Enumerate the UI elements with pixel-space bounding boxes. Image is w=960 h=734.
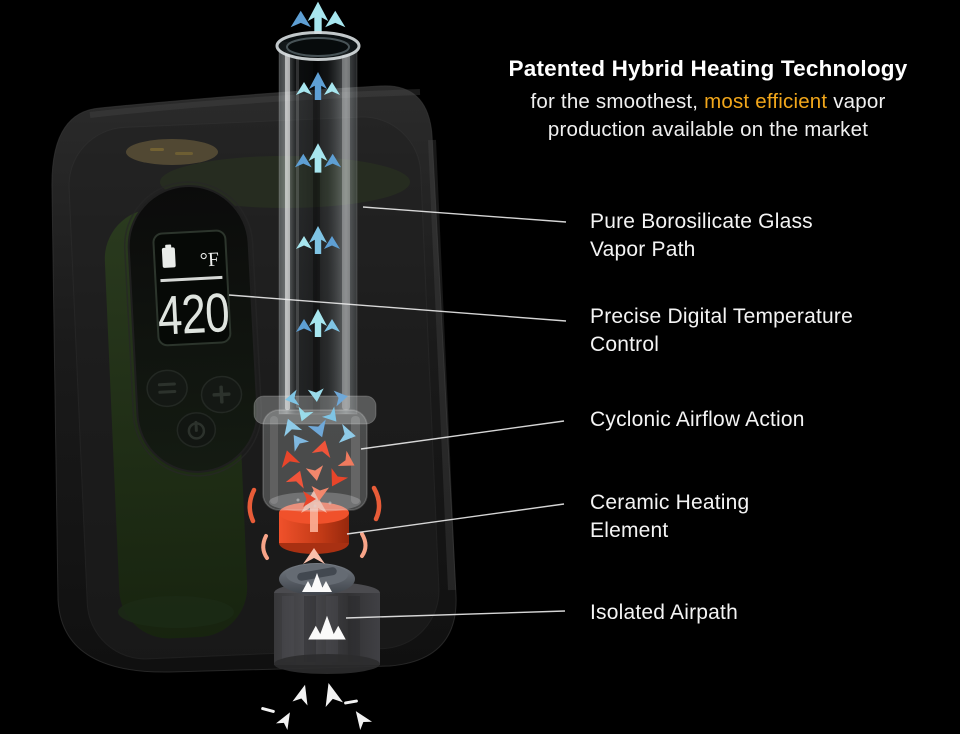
callout-text: Isolated Airpath xyxy=(590,601,738,624)
temperature-value: 420 xyxy=(156,281,230,346)
temperature-unit: °F xyxy=(199,249,219,272)
subtitle-pre: for the smoothest, xyxy=(530,90,699,113)
callout-line-vapor-path xyxy=(362,206,567,223)
callout-label-temperature-control: Precise Digital Temperature Control xyxy=(590,303,853,359)
callout-label-cyclonic-airflow: Cyclonic Airflow Action xyxy=(590,406,805,434)
callout-lines xyxy=(228,206,567,619)
intake-arrow-icon xyxy=(349,707,373,731)
display-divider xyxy=(160,275,223,283)
callout-text: Precise Digital Temperature xyxy=(590,305,853,328)
herb-bowl-top xyxy=(126,139,218,165)
callout-text: Control xyxy=(590,333,660,356)
isolated-airpath-cylinder xyxy=(274,582,380,674)
headline-subtitle: for the smoothest, most efficient vapor … xyxy=(480,88,936,144)
headline: Patented Hybrid Heating Technology for t… xyxy=(480,54,936,144)
callout-line-cyclonic-airflow xyxy=(360,420,565,450)
callout-text: Vapor Path xyxy=(590,238,696,261)
ceramic-heating-element xyxy=(279,490,349,564)
callout-text: Pure Borosilicate Glass xyxy=(590,210,813,233)
cyclone-chamber xyxy=(253,395,377,512)
callout-label-vapor-path: Pure Borosilicate Glass Vapor Path xyxy=(590,208,813,264)
temperature-display: °F 420 xyxy=(152,229,232,347)
headline-title: Patented Hybrid Heating Technology xyxy=(508,56,908,81)
herb-fleck xyxy=(150,148,164,151)
intake-disc xyxy=(279,563,355,595)
plus-icon xyxy=(212,385,231,404)
device-top-bevel xyxy=(89,89,421,118)
control-panel: °F 420 xyxy=(123,181,263,477)
mouthpiece-rim xyxy=(275,31,361,61)
device-right-edge-highlight xyxy=(428,139,456,591)
intake-arrow-icon xyxy=(343,699,359,705)
callout-label-isolated-airpath: Isolated Airpath xyxy=(590,599,738,627)
intake-arrow-icon xyxy=(260,706,276,714)
callout-text: Ceramic Heating xyxy=(590,491,750,514)
power-button xyxy=(176,412,217,448)
airflow-up-arrow-icon xyxy=(301,490,327,532)
intake-arrow-icon xyxy=(275,709,296,731)
intake-arrow-icon xyxy=(319,680,344,708)
minus-icon xyxy=(157,382,176,387)
herb-fleck xyxy=(175,152,193,155)
callout-text: Cyclonic Airflow Action xyxy=(590,408,805,431)
minus-button xyxy=(146,369,188,408)
vaporizer-device: °F 420 xyxy=(51,85,457,674)
subtitle-highlight: most efficient xyxy=(704,90,828,113)
callout-label-ceramic-heater: Ceramic Heating Element xyxy=(590,489,749,545)
intake-arrow-icon xyxy=(292,682,313,706)
callout-text: Element xyxy=(590,519,669,542)
battery-icon xyxy=(161,244,176,268)
callout-line-temperature-control xyxy=(228,294,567,322)
subtitle-post: vapor production available on the market xyxy=(547,90,886,141)
callout-line-ceramic-heater xyxy=(346,503,565,535)
callout-line-isolated-airpath xyxy=(345,610,566,619)
airflow-up-arrow-icon xyxy=(303,548,325,564)
heater-glow-arcs xyxy=(247,485,382,560)
airflow-arrow-icon xyxy=(290,1,346,34)
internal-battery-bottom xyxy=(118,596,234,628)
intake-arrows xyxy=(260,680,373,731)
plus-button xyxy=(200,375,243,414)
power-icon xyxy=(187,420,206,440)
